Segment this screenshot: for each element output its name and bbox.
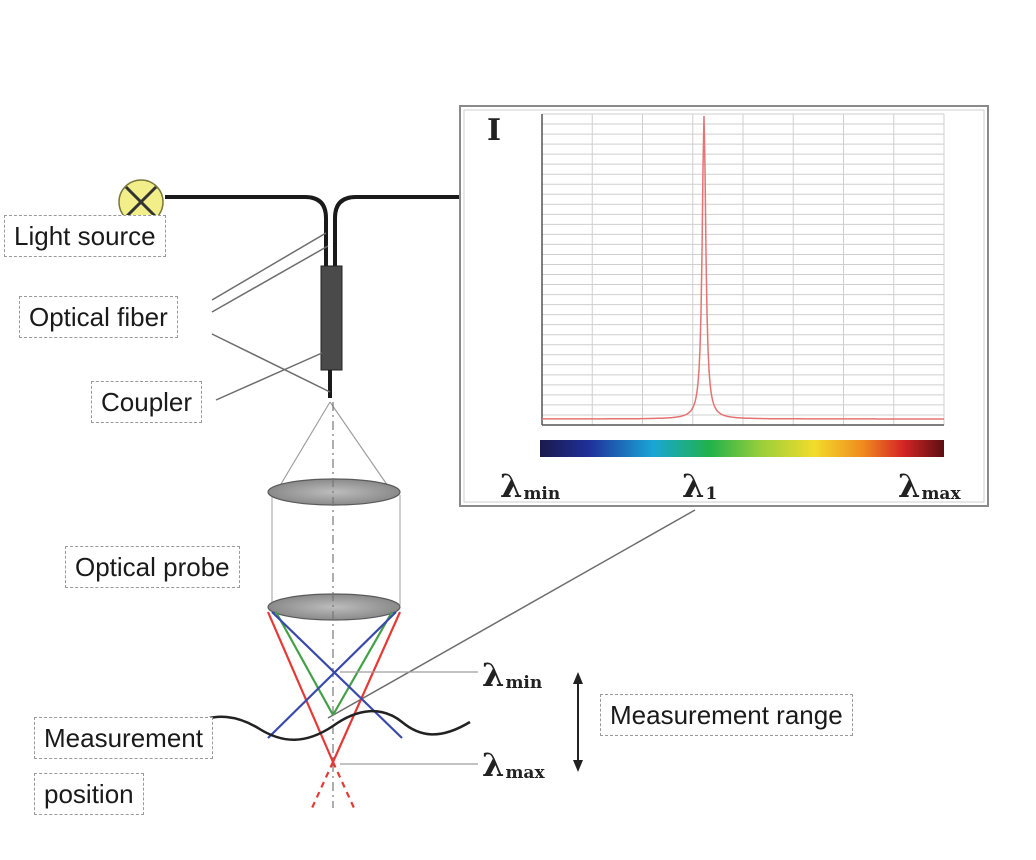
wavelength-color-bar	[540, 440, 944, 457]
spectrum-peak-curve	[542, 115, 944, 420]
coupler-label: Coupler	[91, 381, 203, 423]
spectrum-panel	[459, 105, 989, 507]
leader-lines	[211, 232, 696, 719]
lambda-reference-lines	[340, 671, 478, 765]
coupler-block	[320, 265, 343, 371]
lower-lens	[267, 593, 401, 621]
intensity-axis-symbol: I	[487, 113, 501, 148]
chromatic-rays	[266, 611, 403, 809]
optical-fiber-lines	[165, 195, 460, 398]
measurement-range-arrow-icon	[573, 672, 583, 772]
measurement-range-label: Measurement range	[600, 694, 853, 736]
upper-lens	[267, 478, 401, 506]
spectrum-lambda-max-label: λmax	[898, 467, 961, 505]
measurement-surface-wave	[194, 709, 471, 741]
optical-fiber-label: Optical fiber	[19, 296, 178, 338]
spectrum-lambda-min-label: λmin	[500, 467, 560, 505]
measurement-position-label-line1: Measurement	[34, 717, 213, 759]
measurement-position-label-line2: position	[34, 773, 144, 815]
light-source-label: Light source	[4, 215, 166, 257]
spectrum-grid	[542, 113, 945, 425]
optical-probe-optics	[267, 401, 401, 808]
probe-lambda-max-label: λmax	[482, 746, 545, 784]
spectrum-lambda-peak-label: λ1	[682, 467, 717, 505]
probe-lambda-min-label: λmin	[482, 656, 542, 694]
optical-probe-label: Optical probe	[65, 546, 240, 588]
